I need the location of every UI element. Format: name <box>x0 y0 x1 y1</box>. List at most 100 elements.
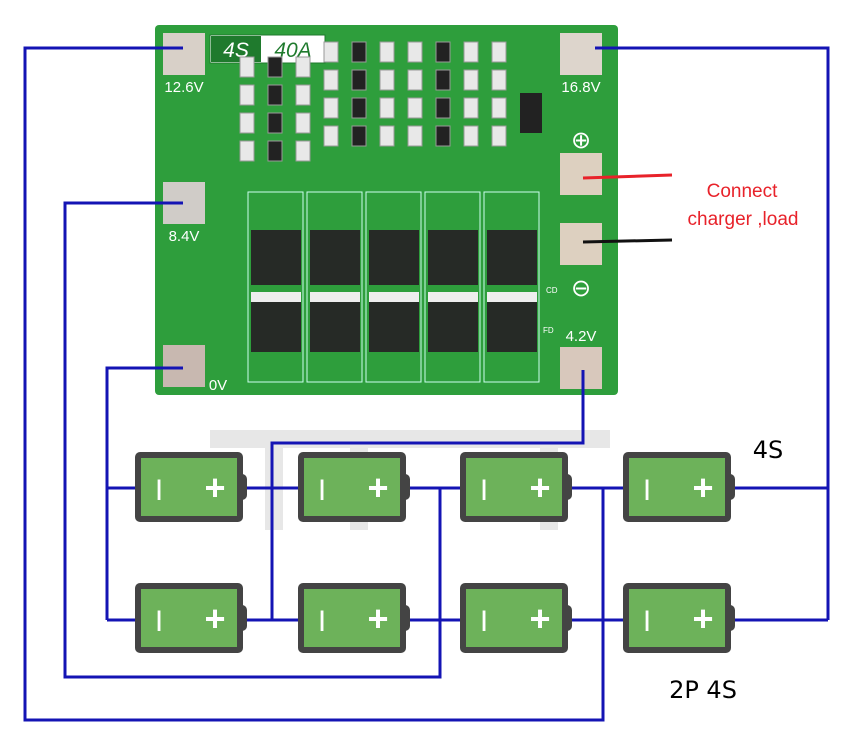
diode <box>520 93 542 133</box>
label-8v4: 8.4V <box>169 228 200 245</box>
mosfet-tab <box>487 292 537 302</box>
smd-component <box>323 41 339 63</box>
battery-body <box>141 458 237 516</box>
battery-cell: I+ <box>460 583 572 653</box>
plus-terminal-icon: ⊕ <box>571 127 591 154</box>
mosfet-top <box>310 230 360 285</box>
wire-8v4 <box>63 201 442 679</box>
label-4v2: 4.2V <box>566 328 597 345</box>
smd-component <box>435 41 451 63</box>
battery-cell: I+ <box>298 583 410 653</box>
battery-plus-icon: + <box>204 467 225 508</box>
mosfet-outline <box>424 191 481 383</box>
battery-cell: I+ <box>135 452 247 522</box>
label-12v6: 12.6V <box>164 79 203 96</box>
battery-body <box>466 458 562 516</box>
battery-minus-icon: I <box>480 605 488 638</box>
smd-component <box>239 84 255 106</box>
smd-component <box>379 41 395 63</box>
battery-body <box>141 589 237 647</box>
smd-component <box>463 97 479 119</box>
pad-16v8 <box>560 33 602 75</box>
pad-4v2 <box>560 347 602 389</box>
battery-plus-icon: + <box>367 467 388 508</box>
battery-minus-icon: I <box>155 474 163 507</box>
smd-component <box>407 97 423 119</box>
smd-component <box>295 56 311 78</box>
battery-plus-icon: + <box>529 467 550 508</box>
smd-component <box>407 125 423 147</box>
mosfet-top <box>487 230 537 285</box>
mosfet-tab <box>251 292 301 302</box>
smd-component <box>267 140 283 162</box>
smd-component <box>435 125 451 147</box>
annotation-line1: Connect <box>707 181 778 202</box>
battery-cell: I+ <box>298 452 410 522</box>
smd-component <box>491 69 507 91</box>
mosfet-outline <box>247 191 304 383</box>
battery-array: I+I+I+I+I+I+I+I+ <box>135 452 735 653</box>
smd-component <box>295 112 311 134</box>
smd-component <box>379 69 395 91</box>
smd-component <box>295 84 311 106</box>
battery-body <box>466 589 562 647</box>
smd-component <box>351 97 367 119</box>
smd-component <box>407 69 423 91</box>
smd-component <box>463 125 479 147</box>
battery-body <box>629 458 725 516</box>
wire-16v8 <box>595 46 830 620</box>
battery-cell: I+ <box>623 583 735 653</box>
battery-minus-icon: I <box>643 474 651 507</box>
battery-minus-icon: I <box>318 605 326 638</box>
mosfet-top <box>251 230 301 285</box>
smd-component <box>491 41 507 63</box>
mosfet-tab <box>369 292 419 302</box>
pad-0v <box>163 345 205 387</box>
smd-component <box>323 97 339 119</box>
mosfet-tab <box>310 292 360 302</box>
battery-plus-icon: + <box>692 467 713 508</box>
smd-component <box>463 41 479 63</box>
bms-board: 4S 40A 12.6V 8.4V 0V 16.8V 4.2V ⊕ ⊖ CD F… <box>155 25 618 395</box>
mosfet-tab <box>428 292 478 302</box>
wire-0v <box>105 366 183 620</box>
smd-component <box>351 125 367 147</box>
smd-component <box>407 41 423 63</box>
mosfet-outline <box>306 191 363 383</box>
smd-component <box>351 41 367 63</box>
mosfet-array <box>247 191 540 383</box>
battery-body <box>304 589 400 647</box>
config-label: 2P 4S <box>669 676 737 704</box>
smd-component <box>239 140 255 162</box>
smd-component <box>435 69 451 91</box>
smd-component <box>463 69 479 91</box>
black-charger-wire <box>582 238 673 244</box>
smd-component <box>351 69 367 91</box>
mosfet-outline <box>483 191 540 383</box>
battery-minus-icon: I <box>480 474 488 507</box>
mosfet-top <box>428 230 478 285</box>
smd-component <box>239 56 255 78</box>
battery-cell: I+ <box>135 583 247 653</box>
smd-component <box>379 125 395 147</box>
badge-cells: 4S <box>223 39 249 62</box>
label-16v8: 16.8V <box>561 79 600 96</box>
smd-components <box>239 41 507 162</box>
label-cd: CD <box>546 286 558 295</box>
battery-body <box>304 458 400 516</box>
annotation-line2: charger ,load <box>688 209 799 230</box>
smd-component <box>323 125 339 147</box>
smd-component <box>239 112 255 134</box>
badge-current: 40A <box>274 39 311 62</box>
smd-component <box>295 140 311 162</box>
mosfet-top <box>369 230 419 285</box>
smd-component <box>491 97 507 119</box>
pad-12v6 <box>163 33 205 75</box>
battery-minus-icon: I <box>643 605 651 638</box>
smd-component <box>379 97 395 119</box>
series-label: 4S <box>753 436 784 464</box>
pad-minus <box>560 223 602 265</box>
battery-cell: I+ <box>623 452 735 522</box>
battery-plus-icon: + <box>204 598 225 639</box>
